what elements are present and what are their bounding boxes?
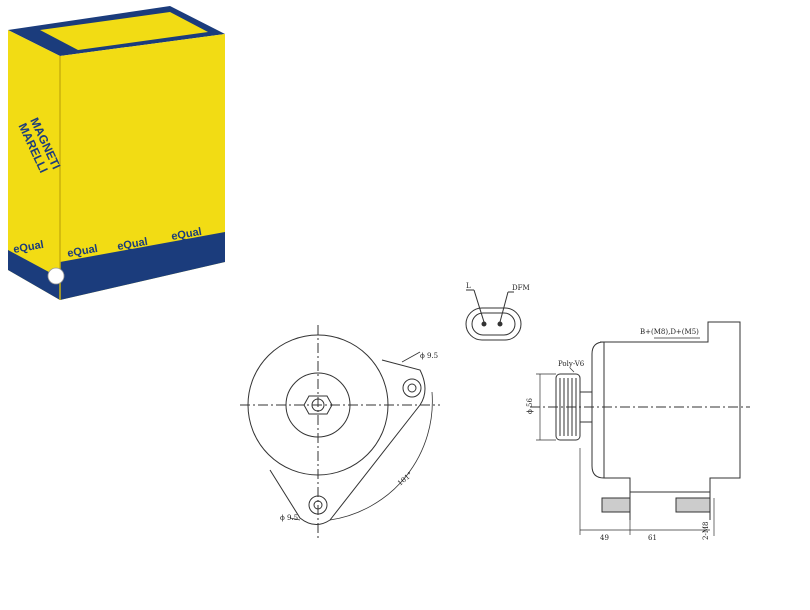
box-front-bottom	[8, 250, 60, 300]
angle-label: 101°	[396, 471, 414, 488]
mount-foot-right	[675, 497, 711, 513]
box-badge-icon	[47, 267, 65, 285]
side-view-diagram	[530, 321, 750, 536]
dimension-61-label: 61	[648, 534, 657, 542]
box-side-bottom	[60, 232, 225, 300]
connector-label-l: L	[466, 282, 471, 290]
dimension-49-label: 49	[600, 534, 609, 542]
equal-label-2: eQual	[66, 243, 98, 260]
connector-pin-dfm	[497, 321, 503, 327]
front-view-diagram	[240, 325, 440, 540]
thread-label: 2-M8	[702, 522, 710, 540]
connector-diagram	[465, 289, 522, 341]
hole-top-label: ϕ 9.5	[420, 352, 438, 360]
mount-foot	[601, 497, 631, 513]
hole-bottom-label: ϕ 9.5	[280, 514, 298, 522]
box-top-flap	[40, 12, 208, 50]
equal-label-1: eQual	[12, 239, 44, 256]
equal-label-3: eQual	[116, 236, 148, 253]
product-box: MAGNETI MARELLI eQual eQual eQual eQual	[8, 6, 225, 300]
connector-body	[465, 307, 522, 341]
box-side-face	[60, 34, 225, 300]
equal-label-4: eQual	[170, 226, 202, 243]
pulley-type-label: Poly-V6	[558, 360, 585, 368]
mount-hole-top-inner	[407, 383, 417, 393]
connector-pin-l	[481, 321, 487, 327]
connector-label-dfm: DFM	[512, 284, 530, 292]
box-front-face	[8, 30, 60, 300]
mount-hole-top	[402, 378, 422, 398]
pulley-diameter-label: ϕ 56	[526, 398, 534, 414]
alternator-housing	[591, 321, 741, 493]
angle-arc	[329, 391, 433, 521]
connector-inner	[471, 312, 516, 336]
mounting-bracket	[269, 359, 426, 525]
terminals-label: B+(M8),D+(M5)	[640, 328, 699, 336]
